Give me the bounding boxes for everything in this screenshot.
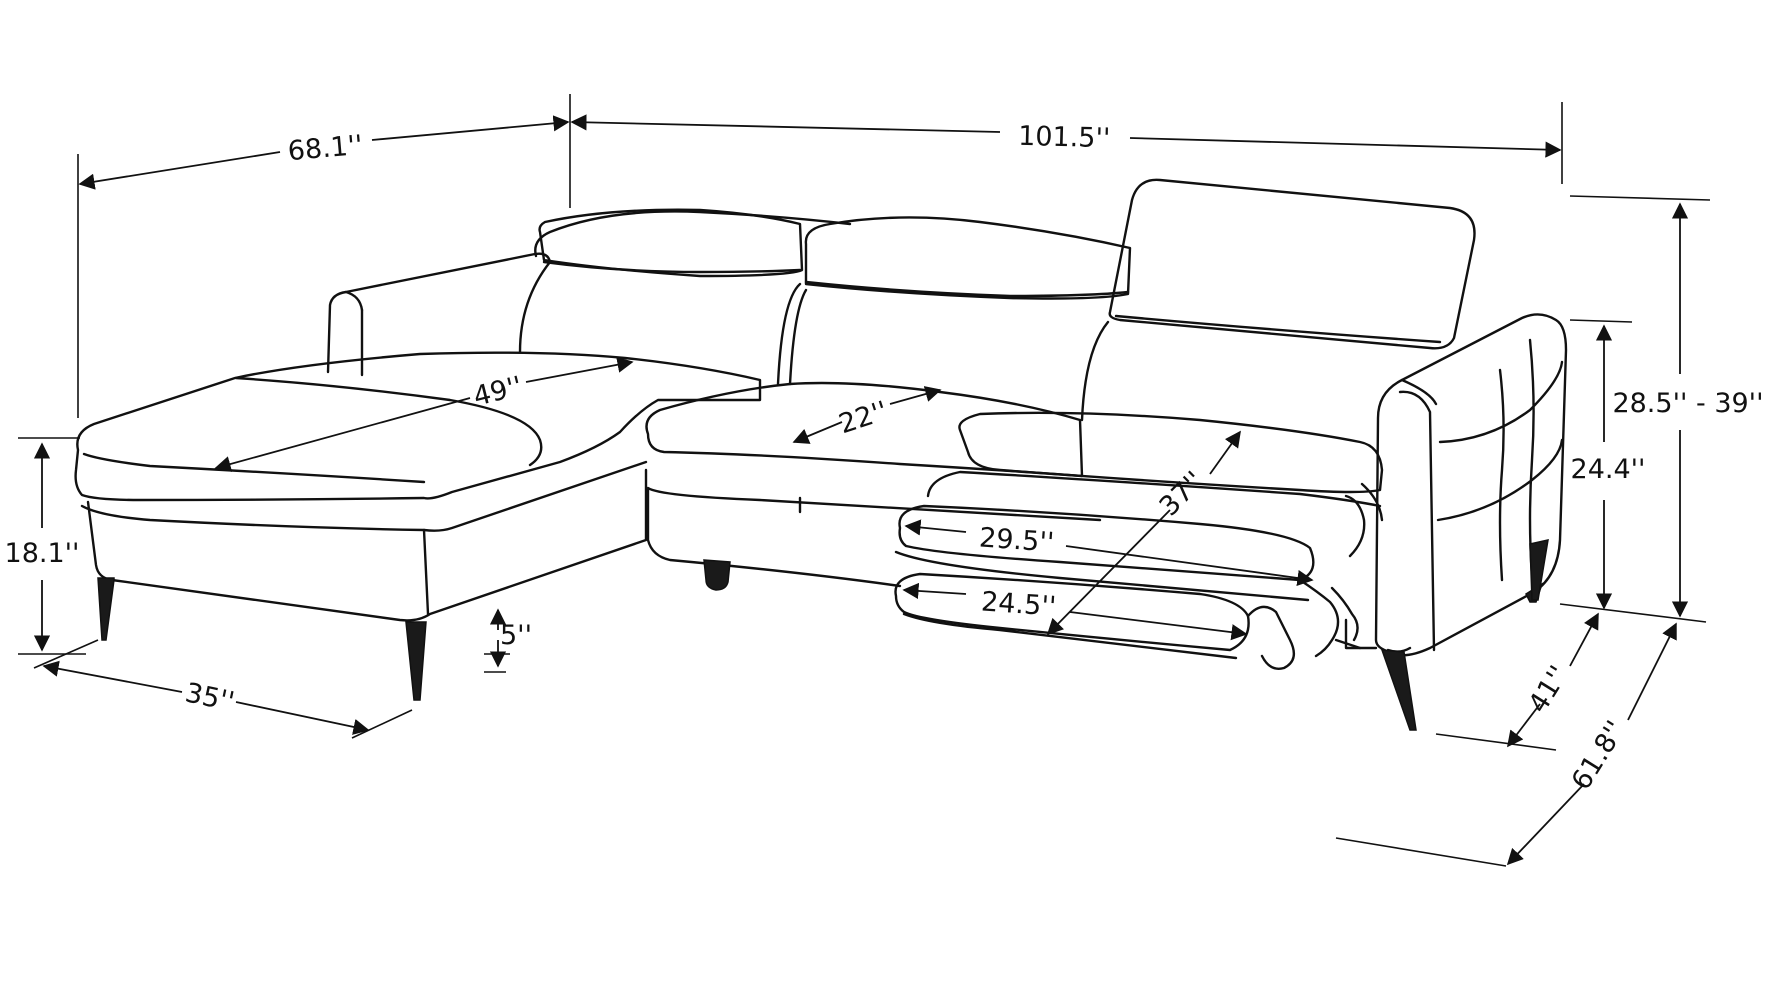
dim-line-recliner-b	[1046, 509, 1171, 636]
chaise-seat-front-welt	[82, 452, 426, 484]
chaise-base	[86, 468, 648, 622]
dim-line-footrest-lower-b	[1069, 611, 1248, 641]
middle-seat-cushion	[645, 381, 1084, 478]
label-total-height: 28.5'' - 39''	[1612, 388, 1763, 419]
label-seat-height: 18.1''	[5, 538, 80, 569]
recliner-mechanism-arm	[1344, 482, 1384, 558]
recliner-headrest-welt	[1114, 314, 1442, 344]
dim-line-chaise-length-b	[371, 115, 570, 141]
chaise-seat-cushion	[74, 351, 762, 502]
right-arm-top	[1400, 378, 1438, 406]
right-base-front	[1344, 618, 1378, 650]
leg-right-rear	[1529, 539, 1549, 601]
middle-seat-welt	[646, 486, 1102, 522]
extension-lines	[18, 94, 1711, 867]
recliner-headrest	[1108, 178, 1476, 350]
dim-line-extended-depth-a	[1627, 622, 1677, 721]
label-extended-depth: 61.8''	[1566, 715, 1632, 795]
dim-line-seat-depth-a	[792, 421, 843, 444]
dim-line-chaise-width-a	[42, 660, 183, 693]
label-chaise-length: 68.1''	[287, 130, 364, 167]
dim-line-chaise-seat-a	[214, 397, 471, 472]
dim-line-chaise-length-a	[78, 151, 281, 190]
leg-middle-front	[703, 559, 731, 591]
label-footrest-upper: 29.5''	[978, 522, 1055, 558]
middle-back-cushion	[776, 282, 808, 386]
leg-chaise-front-right	[405, 621, 427, 701]
label-total-width: 101.5''	[1018, 121, 1111, 154]
middle-base	[646, 488, 902, 588]
dim-line-extended-depth-b	[1506, 783, 1585, 866]
dim-line-footrest-upper-b	[1065, 545, 1314, 587]
left-headrest-welt	[542, 260, 802, 274]
middle-headrest-welt	[804, 280, 1130, 298]
chaise-base-top-welt	[80, 460, 648, 532]
left-headrest	[538, 208, 804, 278]
right-back-cushion	[1080, 320, 1110, 422]
dim-line-total-width-a	[570, 114, 1001, 133]
footrest-upper-welt	[894, 550, 1310, 602]
label-leg-height: 5''	[500, 620, 532, 651]
sofa-legs	[97, 539, 1549, 731]
chaise-base-corner	[422, 528, 430, 616]
dim-line-footrest-upper-a	[904, 519, 967, 536]
chaise-back-arm-cap	[344, 290, 364, 312]
label-recliner-extension: 37''	[1154, 466, 1211, 523]
middle-headrest	[804, 216, 1132, 300]
dimension-lines	[33, 114, 1689, 866]
label-chaise-width: 35''	[182, 677, 237, 718]
sofa-drawing	[74, 178, 1568, 670]
label-seat-depth: 22''	[835, 396, 891, 441]
center-backrest	[534, 210, 852, 258]
right-arm-outer	[1374, 313, 1568, 657]
label-footrest-lower: 24.5''	[980, 586, 1057, 622]
chaise-seat-seam	[234, 376, 543, 467]
dim-line-depth-b	[1507, 703, 1541, 748]
dim-line-chaise-width-b	[235, 701, 370, 735]
dim-line-total-width-b	[1129, 137, 1562, 158]
left-back-cushion	[518, 260, 552, 354]
dim-line-depth-a	[1569, 612, 1599, 667]
recliner-mechanism	[1246, 578, 1362, 670]
dim-line-seat-depth-b	[889, 386, 942, 405]
dim-line-chaise-seat-b	[525, 356, 634, 383]
dim-line-footrest-lower-a	[902, 582, 967, 600]
footrest-lower-bottom	[902, 612, 1238, 660]
right-arm-tufting	[1436, 338, 1564, 582]
label-chaise-seat-length: 49''	[470, 371, 525, 413]
leg-chaise-front-left	[97, 577, 115, 641]
recliner-seat-cushion	[958, 411, 1384, 494]
footrest-upper	[898, 504, 1315, 582]
dimension-labels: 68.1'' 101.5'' 49'' 22'' 37'' 29.5'' 24.…	[5, 121, 1764, 796]
dim-line-recliner-a	[1209, 430, 1241, 475]
label-arm-height: 24.4''	[1571, 454, 1646, 485]
recliner-seat-front	[926, 470, 1382, 508]
label-depth: 41''	[1523, 660, 1575, 718]
right-arm-inner-edge	[1386, 390, 1436, 653]
leg-right-front	[1380, 649, 1417, 731]
